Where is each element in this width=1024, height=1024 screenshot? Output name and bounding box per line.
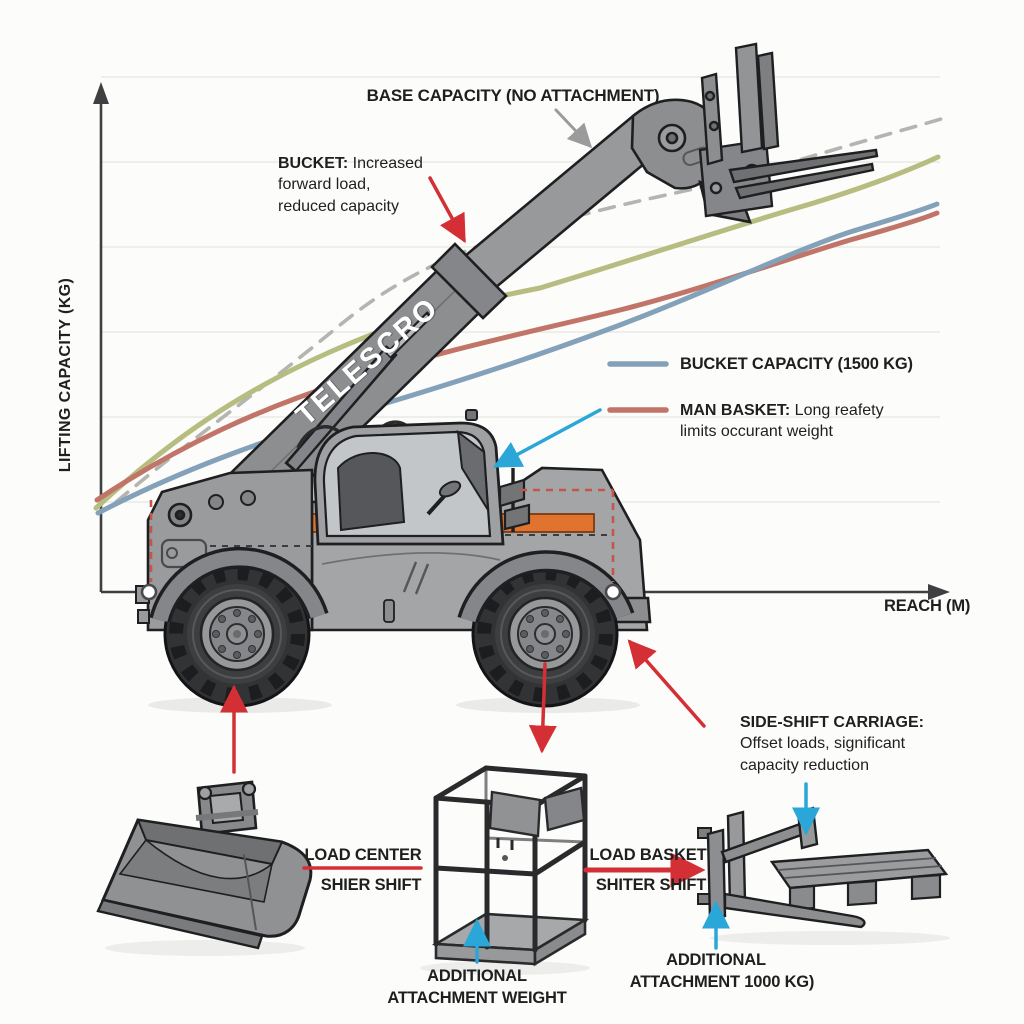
pallet-forks-icon: [697, 806, 950, 945]
measurement-dashes: [140, 488, 622, 601]
mirror-cluster: [498, 468, 531, 532]
arrow-bucket-note: [428, 176, 466, 244]
legend-man-basket-line2: limits occurant weight: [680, 423, 833, 441]
fork-tine-lower: [734, 162, 875, 200]
annotation-arrows: [220, 108, 820, 964]
legend-man-basket-bold: MAN BASKET:: [680, 402, 791, 419]
legend-man-basket-label: MAN BASKET: Long reafety limits occurant…: [680, 400, 884, 443]
man-basket-icon: [420, 765, 590, 975]
bucket-note-line2: forward load,: [278, 176, 371, 194]
arrow-wheel-to-basket: [528, 662, 557, 754]
y-axis-label: LIFTING CAPACITY (KG): [57, 277, 74, 473]
basket-control-panel: [488, 790, 542, 838]
bucket-note-bold: BUCKET:: [278, 155, 349, 172]
curve-man-basket: [94, 210, 940, 503]
bucket-attachment-icon: [96, 780, 313, 956]
load-center-line1: LOAD CENTER: [304, 846, 422, 864]
curve-bucket: [95, 201, 940, 516]
side-shift-line2: Offset loads, significant: [740, 735, 906, 753]
arrow-sideshift-to-wheel: [627, 639, 706, 728]
roof-beacon: [465, 409, 478, 421]
cab: [313, 409, 505, 546]
x-axis-label: REACH (M): [884, 597, 971, 615]
fork-tine-upper: [728, 148, 879, 184]
side-shift-note: SIDE-SHIFT CARRIAGE: Offset loads, signi…: [740, 712, 924, 776]
fork-carriage: [698, 42, 879, 218]
legend-bucket-label: BUCKET CAPACITY (1500 KG): [680, 355, 913, 373]
side-shift-bold: SIDE-SHIFT CARRIAGE:: [740, 714, 924, 731]
arrow-base-capacity: [554, 108, 593, 149]
load-basket-line1: LOAD BASKET: [589, 846, 707, 864]
legend-man-basket-line1: Long reafety: [790, 402, 884, 419]
side-shift-line3: capacity reduction: [740, 756, 869, 774]
operator-seat: [336, 452, 406, 532]
wheel-rear: [163, 560, 311, 708]
curve-olive: [93, 154, 941, 511]
axis-marker-left: [140, 583, 158, 601]
steering-wheel: [438, 480, 462, 498]
telehandler-illustration: [135, 42, 879, 713]
wheel-front: [471, 560, 619, 708]
additional-attachment-line2: ATTACHMENT 1000 KG): [629, 973, 815, 991]
load-basket-line2: SHITER SHIFT: [595, 876, 707, 894]
bucket-note: BUCKET: Increased forward load, reduced …: [278, 153, 423, 217]
axis-marker-right: [604, 583, 622, 601]
bucket-note-line1: Increased: [348, 155, 423, 172]
lift-cylinder: [284, 311, 433, 473]
base-capacity-label: BASE CAPACITY (NO ATTACHMENT): [366, 86, 660, 105]
additional-attachment-line1: ADDITIONAL: [666, 951, 766, 969]
arrow-man-basket-to-cab: [492, 408, 602, 468]
additional-weight-line2: ATTACHMENT WEIGHT: [387, 989, 567, 1007]
bucket-note-line3: reduced capacity: [278, 197, 399, 215]
load-center-line2: SHIER SHIFT: [320, 876, 422, 894]
additional-weight-line1: ADDITIONAL: [427, 967, 527, 985]
